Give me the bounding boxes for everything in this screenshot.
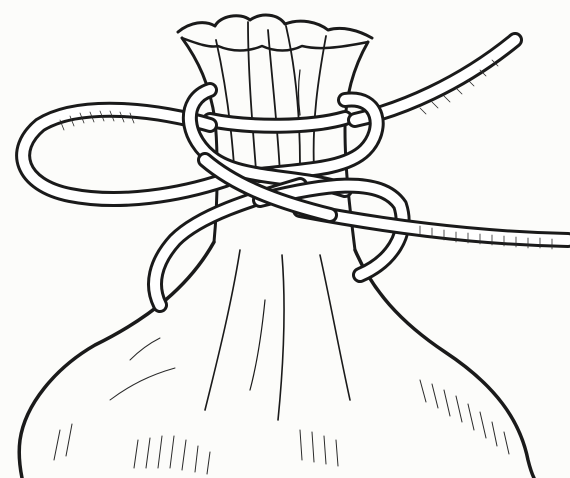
sack-shading: [54, 338, 509, 474]
sack-body: [19, 242, 534, 478]
